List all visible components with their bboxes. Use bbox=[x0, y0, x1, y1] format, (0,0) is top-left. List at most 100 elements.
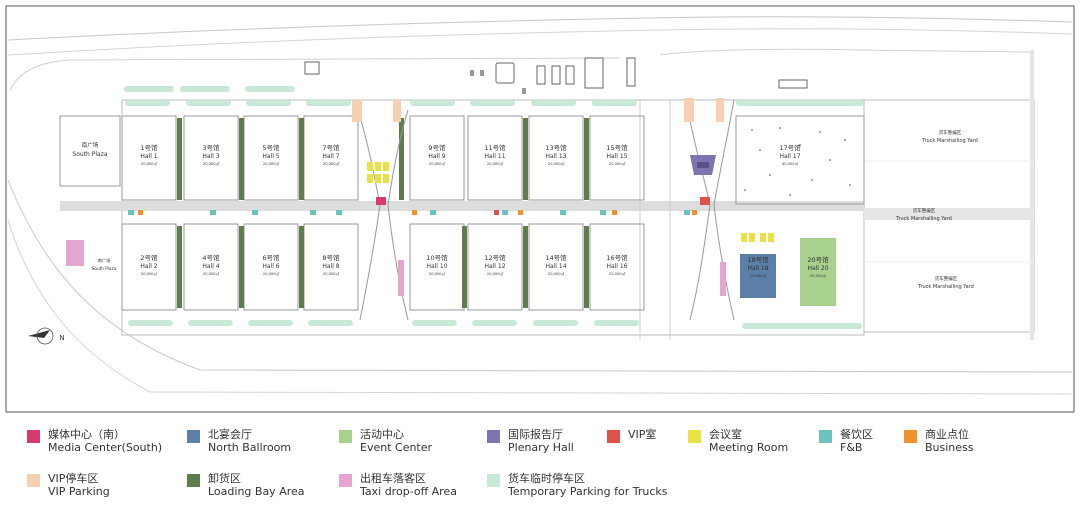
hall-7-en: Hall 7 bbox=[322, 153, 339, 160]
hall-16-cn: 16号馆 bbox=[606, 253, 628, 262]
hall-3-area: 20,000㎡ bbox=[203, 161, 220, 166]
legend-label-en-taxi: Taxi drop-off Area bbox=[360, 485, 457, 498]
hall-2-area: 20,000㎡ bbox=[141, 271, 158, 276]
hall-18-cn: 18号馆 bbox=[747, 255, 769, 264]
hall-1-en: Hall 1 bbox=[140, 153, 157, 160]
legend-label-cn-business: 商业点位 bbox=[925, 428, 969, 441]
hall-16-area: 20,000㎡ bbox=[609, 271, 626, 276]
yard-2-en: Truck Marshalling Yard bbox=[895, 216, 952, 222]
legend-swatch-business bbox=[904, 430, 917, 443]
hall-13-en: Hall 13 bbox=[545, 153, 566, 160]
legend-label-cn-vipparking: VIP停车区 bbox=[48, 472, 99, 485]
legend-label-cn-plenary: 国际报告厅 bbox=[508, 428, 563, 441]
hall-17-area: 40,000㎡ bbox=[782, 161, 799, 166]
hall-9-cn: 9号馆 bbox=[428, 143, 446, 152]
yard-1-cn: 货车整编区 bbox=[939, 129, 962, 136]
hall-1-cn: 1号馆 bbox=[140, 143, 158, 152]
hall-10-cn: 10号馆 bbox=[426, 253, 448, 262]
plaza-small-en: South Plaza bbox=[92, 266, 117, 271]
hall-2-cn: 2号馆 bbox=[140, 253, 158, 262]
legend-swatch-meeting bbox=[688, 430, 701, 443]
hall-14-cn: 14号馆 bbox=[545, 253, 567, 262]
legend-item-vip: VIP室 bbox=[607, 428, 656, 443]
hall-9-en: Hall 9 bbox=[428, 153, 445, 160]
hall-17-cn: 17号馆 bbox=[779, 143, 801, 152]
legend-label-cn-event: 活动中心 bbox=[360, 428, 404, 441]
hall-1-area: 20,000㎡ bbox=[141, 161, 158, 166]
hall-20-cn: 20号馆 bbox=[807, 255, 829, 264]
hall-16-en: Hall 16 bbox=[606, 263, 627, 270]
plaza-main-cn: 南广场 bbox=[82, 141, 99, 149]
legend-swatch-plenary bbox=[487, 430, 500, 443]
yard-2-cn: 货车整编区 bbox=[913, 207, 936, 214]
compass-icon bbox=[28, 327, 54, 345]
legend-swatch-event bbox=[339, 430, 352, 443]
hall-20-en: Hall 20 bbox=[807, 265, 828, 272]
hall-6-en: Hall 6 bbox=[262, 263, 279, 270]
hall-7-area: 20,000㎡ bbox=[323, 161, 340, 166]
hall-18-area: 20,000㎡ bbox=[750, 273, 767, 278]
hall-5-cn: 5号馆 bbox=[262, 143, 280, 152]
legend-label-cn-meeting: 会议室 bbox=[709, 428, 742, 441]
compass-north-label: N bbox=[59, 334, 64, 342]
legend-label-cn-vip: VIP室 bbox=[628, 428, 657, 441]
legend-label-cn-media: 媒体中心（南） bbox=[48, 428, 125, 441]
legend-label-cn-truckpark: 货车临时停车区 bbox=[508, 472, 585, 485]
legend-label-en-ballroom: North Ballroom bbox=[208, 441, 292, 454]
legend-label-en-loading: Loading Bay Area bbox=[208, 485, 305, 498]
legend-swatch-media bbox=[27, 430, 40, 443]
legend-label-en-event: Event Center bbox=[360, 441, 433, 454]
hall-13-area: 20,000㎡ bbox=[548, 161, 565, 166]
hall-5-area: 20,000㎡ bbox=[263, 161, 280, 166]
hall-7-cn: 7号馆 bbox=[322, 143, 340, 152]
legend-label-cn-fb: 餐饮区 bbox=[840, 428, 873, 441]
hall-14-en: Hall 14 bbox=[545, 263, 566, 270]
hall-12-area: 20,000㎡ bbox=[487, 271, 504, 276]
hall-20-area: 20,000㎡ bbox=[810, 273, 827, 278]
hall-12-en: Hall 12 bbox=[484, 263, 505, 270]
legend-swatch-ballroom bbox=[187, 430, 200, 443]
legend-label-en-vipparking: VIP Parking bbox=[48, 485, 110, 498]
legend-swatch-vipparking bbox=[27, 474, 40, 487]
legend-label-en-media: Media Center(South) bbox=[48, 441, 163, 454]
hall-11-cn: 11号馆 bbox=[484, 143, 506, 152]
hall-8-en: Hall 8 bbox=[322, 263, 339, 270]
hall-4-area: 20,000㎡ bbox=[203, 271, 220, 276]
hall-9-area: 20,000㎡ bbox=[429, 161, 446, 166]
hall-5-en: Hall 5 bbox=[262, 153, 279, 160]
hall-4-cn: 4号馆 bbox=[202, 253, 220, 262]
hall-3-en: Hall 3 bbox=[202, 153, 219, 160]
hall-12-cn: 12号馆 bbox=[484, 253, 506, 262]
hall-15-cn: 15号馆 bbox=[606, 143, 628, 152]
hall-13-cn: 13号馆 bbox=[545, 143, 567, 152]
hall-4-en: Hall 4 bbox=[202, 263, 219, 270]
hall-17-en: Hall 17 bbox=[779, 153, 800, 160]
legend-label-en-fb: F&B bbox=[840, 441, 863, 454]
hall-15-en: Hall 15 bbox=[606, 153, 627, 160]
legend-label-cn-taxi: 出租车落客区 bbox=[360, 472, 426, 485]
hall-8-cn: 8号馆 bbox=[322, 253, 340, 262]
legend-label-cn-loading: 卸货区 bbox=[208, 472, 241, 485]
legend-swatch-fb bbox=[819, 430, 832, 443]
legend-label-cn-ballroom: 北宴会厅 bbox=[208, 428, 252, 441]
legend-swatch-vip bbox=[607, 430, 620, 443]
plaza-main-en: South Plaza bbox=[72, 151, 107, 158]
hall-14-area: 20,000㎡ bbox=[548, 271, 565, 276]
legend-swatch-truckpark bbox=[487, 474, 500, 487]
legend-swatch-taxi bbox=[339, 474, 352, 487]
yard-3-en: Truck Marshalling Yard bbox=[917, 284, 974, 290]
hall-10-area: 20,000㎡ bbox=[429, 271, 446, 276]
hall-15-area: 20,000㎡ bbox=[609, 161, 626, 166]
hall-3-cn: 3号馆 bbox=[202, 143, 220, 152]
legend-label-en-truckpark: Temporary Parking for Trucks bbox=[508, 485, 668, 498]
